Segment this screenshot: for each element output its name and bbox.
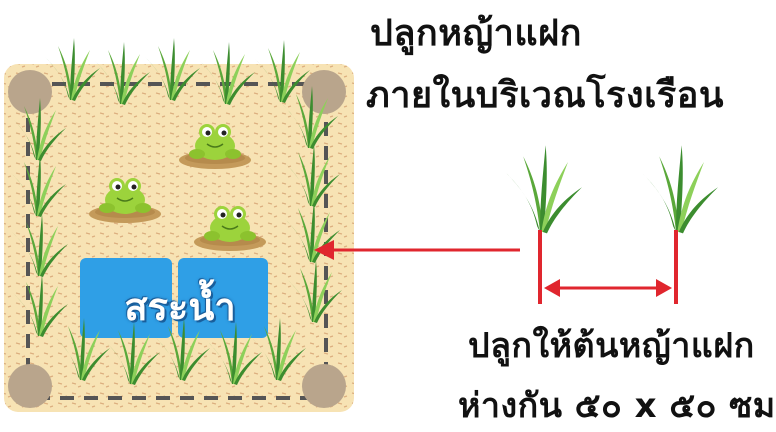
grass-tuft-icon: [639, 145, 718, 234]
arrow-icon: [656, 279, 672, 297]
arrow-icon: [544, 279, 560, 297]
pond-label: สระน้ำ: [124, 285, 236, 329]
arrow-icon: [314, 240, 334, 260]
title-line-2: ภายในบริเวณโรงเรือน: [366, 75, 724, 116]
spacing-note-line-1: ปลูกให้ต้นหญ้าแฝก: [468, 326, 755, 366]
corner-post-icon: [8, 70, 52, 114]
corner-post-icon: [8, 364, 52, 408]
title-line-1: ปลูกหญ้าแฝก: [370, 13, 582, 54]
pond-right: [178, 258, 268, 338]
corner-post-icon: [302, 70, 346, 114]
pond-left: [80, 258, 172, 338]
spacing-note-line-2: ห่างกัน ๕๐ x ๕๐ ซม: [458, 386, 776, 426]
grass-tuft-icon: [503, 145, 582, 234]
corner-post-icon: [302, 364, 346, 408]
